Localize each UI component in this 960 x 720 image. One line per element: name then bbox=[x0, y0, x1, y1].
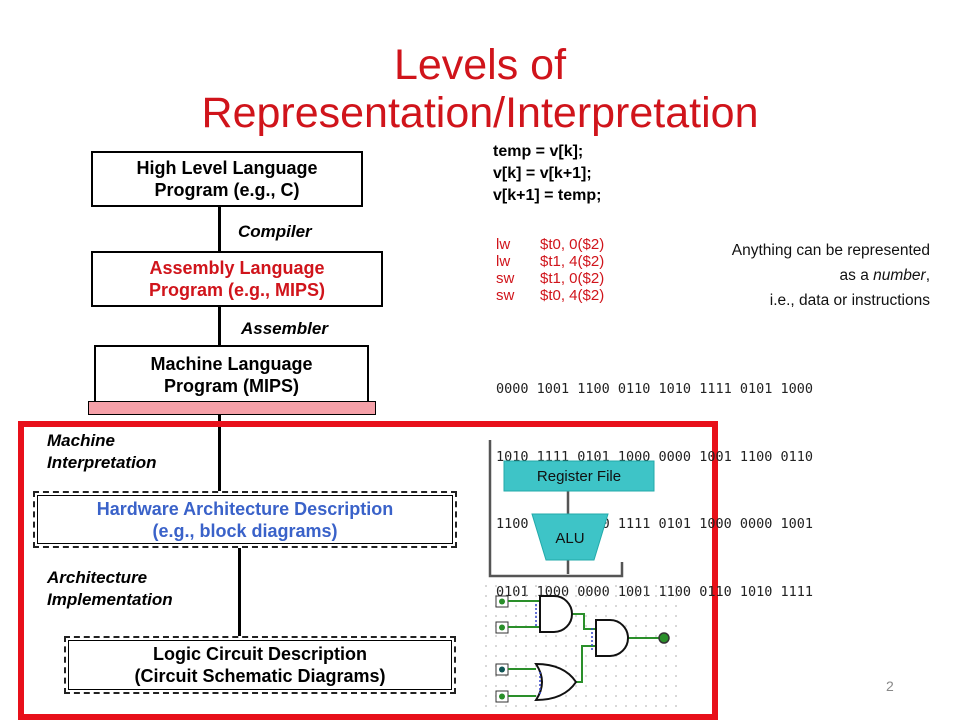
assembly-language-box: Assembly Language Program (e.g., MIPS) bbox=[91, 251, 383, 307]
block-diagram: Register File ALU bbox=[484, 436, 674, 582]
or-gate-icon bbox=[534, 662, 578, 702]
c-code-line: v[k] = v[k+1]; bbox=[493, 165, 592, 182]
register-file-label: Register File bbox=[537, 468, 621, 485]
assembly-line2: Program (e.g., MIPS) bbox=[148, 280, 326, 300]
note-line3: i.e., data or instructions bbox=[769, 292, 930, 309]
assembly-code-block: lw $t0, 0($2) lw $t1, 4($2) sw $t1, 0($2) s… bbox=[496, 236, 604, 304]
connector-line bbox=[218, 306, 221, 346]
high-level-line2: Program (e.g., C) bbox=[154, 180, 300, 200]
hardware-line1: Hardware Architecture Description bbox=[96, 498, 394, 519]
representation-note: Anything can be represented as a number,… bbox=[640, 238, 930, 313]
assembler-label: Assembler bbox=[241, 319, 328, 338]
block-diagram-svg: Register File ALU bbox=[488, 440, 655, 578]
asm-args: $t0, 4($2) bbox=[540, 287, 605, 304]
asm-args: $t1, 4($2) bbox=[540, 253, 605, 270]
connector-line bbox=[218, 413, 221, 491]
hardware-architecture-box: Hardware Architecture Description (e.g.,… bbox=[33, 491, 457, 548]
machine-line1: Machine Language bbox=[150, 353, 313, 374]
asm-args: $t1, 0($2) bbox=[540, 270, 605, 287]
connector-line bbox=[238, 548, 241, 638]
machine-line2: Program (MIPS) bbox=[163, 375, 300, 396]
c-code-line: v[k+1] = temp; bbox=[493, 187, 602, 204]
asm-op: lw bbox=[496, 236, 511, 253]
feedback-wire bbox=[488, 440, 624, 578]
input-led-icon bbox=[499, 598, 505, 605]
asm-op: sw bbox=[496, 287, 515, 304]
input-led-icon bbox=[499, 624, 505, 631]
logic-line2: (Circuit Schematic Diagrams) bbox=[134, 666, 386, 686]
machine-language-box: Machine Language Program (MIPS) bbox=[94, 345, 369, 402]
slide-title-line2: Representation/Interpretation bbox=[201, 89, 759, 137]
compiler-label: Compiler bbox=[238, 222, 312, 241]
logic-circuit-box: Logic Circuit Description (Circuit Schem… bbox=[64, 636, 456, 694]
asm-op: sw bbox=[496, 270, 515, 287]
architecture-impl-line1: Architecture bbox=[47, 568, 148, 587]
assembly-line1: Assembly Language bbox=[149, 258, 325, 278]
logic-line1: Logic Circuit Description bbox=[152, 644, 368, 664]
note-line1: Anything can be represented bbox=[731, 242, 930, 259]
input-led-icon bbox=[499, 693, 505, 700]
page-number: 2 bbox=[886, 678, 894, 694]
and-gate-icon bbox=[595, 619, 629, 657]
machine-interpretation-label: Machine Interpretation bbox=[47, 430, 157, 474]
machine-interpretation-line1: Machine bbox=[47, 431, 116, 450]
slide-title-line1: Levels of bbox=[393, 41, 567, 89]
alu-block bbox=[531, 513, 609, 561]
asm-op: lw bbox=[496, 253, 511, 270]
architecture-implementation-label: Architecture Implementation bbox=[47, 567, 173, 611]
machine-language-bar bbox=[88, 401, 376, 415]
hardware-line2: (e.g., block diagrams) bbox=[152, 520, 338, 541]
note-line2-pre: as a bbox=[839, 267, 874, 284]
output-led-icon bbox=[658, 632, 670, 644]
asm-args: $t0, 0($2) bbox=[540, 236, 605, 253]
c-code-line: temp = v[k]; bbox=[493, 143, 584, 160]
high-level-line1: High Level Language bbox=[136, 158, 318, 178]
high-level-language-box: High Level Language Program (e.g., C) bbox=[91, 151, 363, 207]
architecture-impl-line2: Implementation bbox=[47, 590, 173, 609]
highlight-frame bbox=[18, 421, 718, 720]
register-file-block bbox=[503, 460, 655, 492]
connector-line bbox=[218, 207, 221, 252]
input-led-icon bbox=[499, 666, 505, 673]
note-line2-post: , bbox=[925, 267, 930, 284]
machine-interpretation-line2: Interpretation bbox=[47, 453, 157, 472]
and-gate-icon bbox=[539, 595, 573, 633]
c-code-block: temp = v[k]; v[k] = v[k+1]; v[k+1] = tem… bbox=[493, 141, 601, 207]
note-line2-em: number bbox=[873, 267, 926, 284]
input-wires bbox=[508, 600, 540, 697]
machine-code-line: 0000 1001 1100 0110 1010 1111 0101 1000 bbox=[496, 381, 813, 397]
alu-label: ALU bbox=[555, 530, 584, 547]
logic-schematic bbox=[484, 584, 680, 714]
logic-schematic-svg bbox=[484, 584, 680, 714]
